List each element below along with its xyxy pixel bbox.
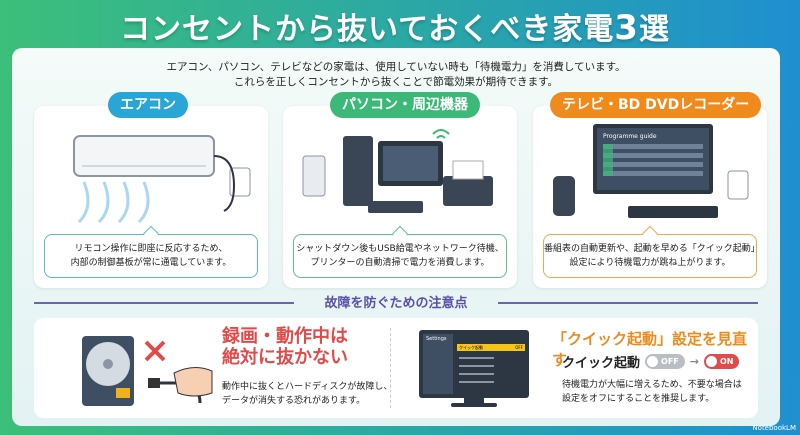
air-conditioner-icon [73,135,251,224]
pc-caption: シャットダウン後もUSB給電やネットワーク待機、プリンターの自動清掃で電力を消費… [293,234,507,278]
pc-peripherals-icon [302,129,493,213]
quick-start-toggle-row: クイック起動 OFF → ON [562,352,740,371]
tv-caption: 番組表の自動更新や、起動を早める「クイック起動」設定により待機電力が跳ね上がりま… [543,234,760,278]
page-title: コンセントから抜いておくべき家電3選 [120,8,670,48]
quick-start-text: 待機電力が大幅に増えるため、不要な場合は設定をオフにすることを推奨します。 [562,380,742,404]
intro-text: エアコン、パソコン、テレビなどの家電は、使用していない時も「待機電力」を消費して… [166,61,626,88]
hard-disk-unplug-icon [82,336,213,406]
card-pc: シャットダウン後もUSB給電やネットワーク待機、プリンターの自動清掃で電力を消費… [283,106,517,288]
warning-text: 動作中に抜くとハードディスクが故障し、データが消失する恐れがあります。 [222,382,393,406]
card-tv: Programme guide 番組表の自動更新や、起動を早める「クイック起動」… [533,106,767,288]
warning-title: 録画・動作中は絶対に抜かない [222,326,348,368]
separator [390,328,391,408]
content-panel: エアコン、パソコン、テレビなどの家電は、使用していない時も「待機電力」を消費して… [12,48,780,426]
tv-recorder-icon: Programme guide [553,124,749,218]
toggle-off: OFF [645,354,685,369]
aircon-caption: リモコン操作に即座に反応するため、内部の制御基板が常に通電しています。 [44,234,258,278]
quick-start-title: 「クイック起動」設定を見直す [552,330,748,369]
toggle-on: ON [703,354,740,369]
svg-text:Programme guide: Programme guide [603,133,657,140]
caution-divider: 故障を防ぐための注意点 [34,294,758,311]
caution-heading: 故障を防ぐための注意点 [324,296,468,311]
label-pc: パソコン・周辺機器 [330,92,480,118]
caution-panel: 録画・動作中は絶対に抜かない 動作中に抜くとハードディスクが故障し、データが消失… [34,318,758,418]
card-aircon: リモコン操作に即座に反応するため、内部の制御基板が常に通電しています。 [34,106,268,288]
label-tv: テレビ・BD DVDレコーダー [550,92,762,118]
notebooklm-credit: NotebookLM [752,424,796,432]
label-aircon: エアコン [108,92,188,118]
